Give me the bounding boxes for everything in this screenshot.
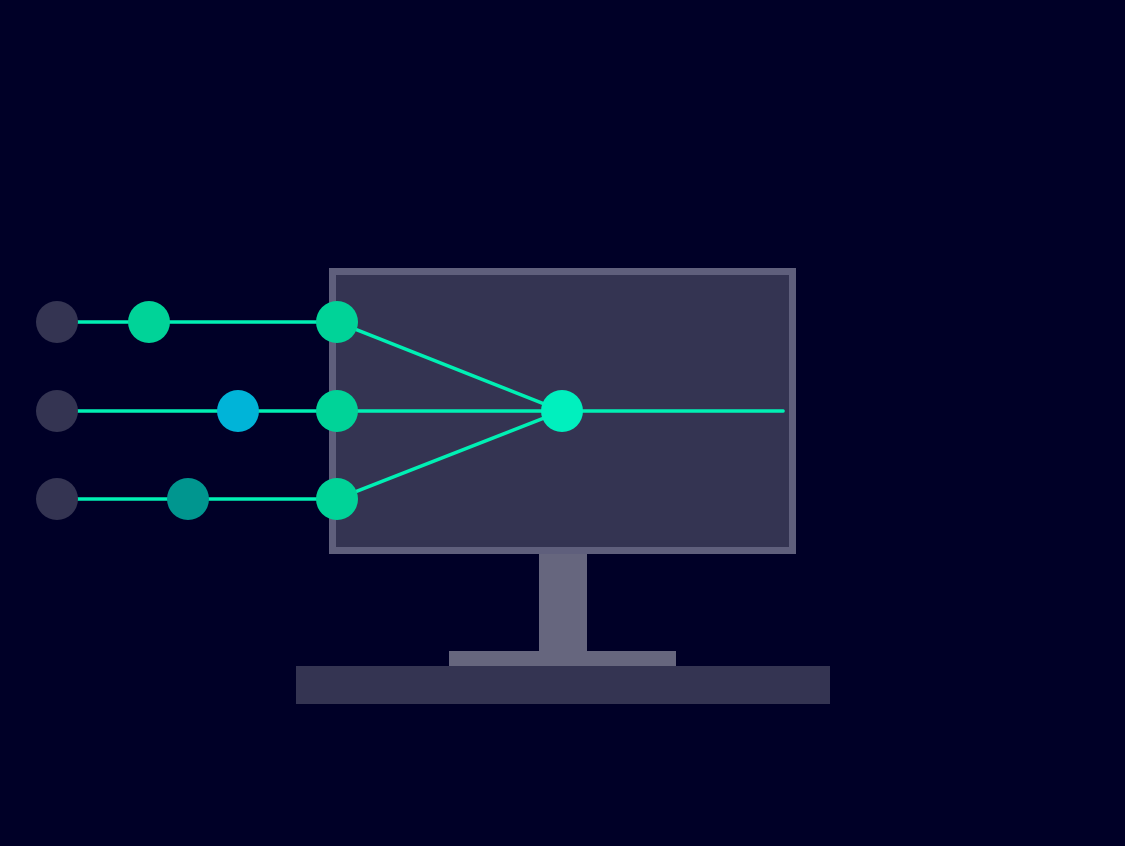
source-node-2	[36, 390, 78, 432]
data-packet-1	[128, 301, 170, 343]
neural-network-icon	[316, 301, 583, 520]
network-input-node-1	[316, 301, 358, 343]
network-input-node-3	[316, 478, 358, 520]
data-packet-3	[167, 478, 209, 520]
source-node-1	[36, 301, 78, 343]
hidden-edge-3	[335, 409, 564, 501]
monitor-stand-neck	[539, 550, 587, 652]
network-output-node	[541, 390, 583, 432]
data-packet-2	[217, 390, 259, 432]
source-node-3	[36, 478, 78, 520]
monitor-stand-base	[449, 651, 676, 666]
network-input-node-2	[316, 390, 358, 432]
desk-surface	[296, 666, 830, 704]
hidden-edge-1	[335, 320, 564, 413]
